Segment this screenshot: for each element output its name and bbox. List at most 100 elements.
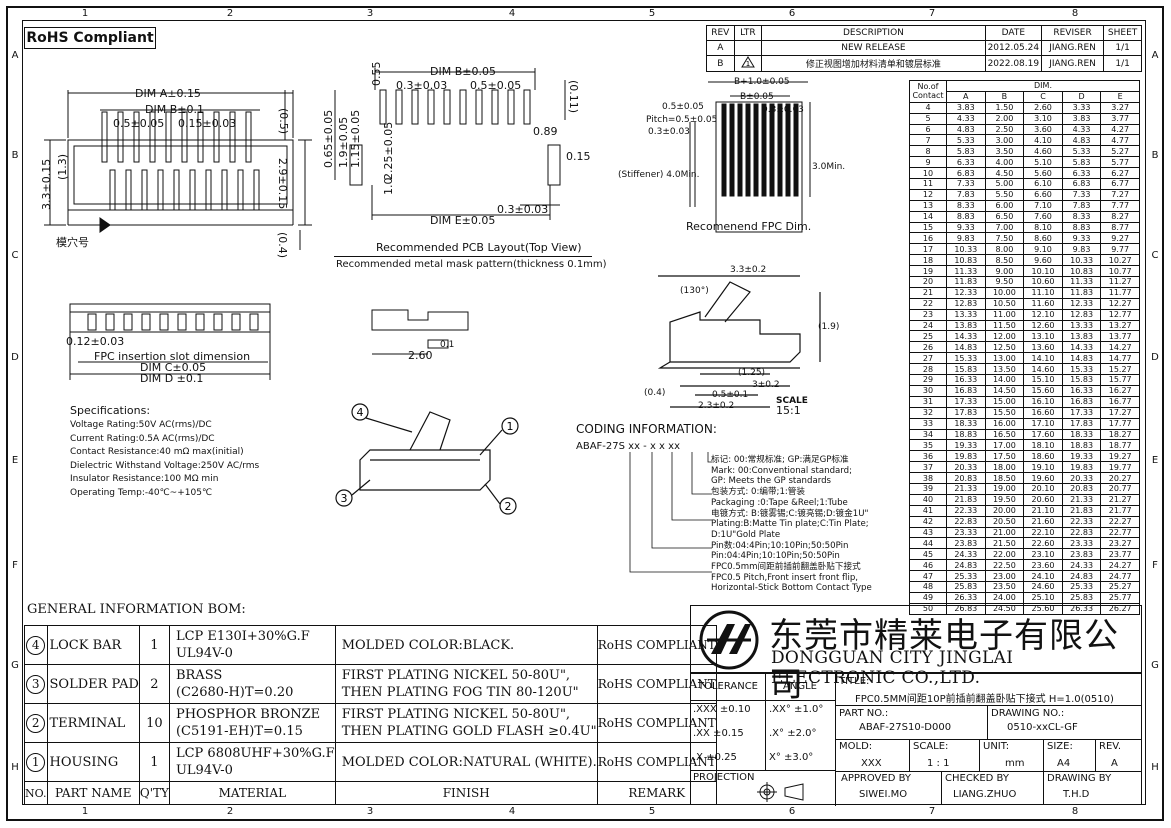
dim-value: 6.60 xyxy=(1023,188,1063,201)
dim-value: 20.50 xyxy=(984,515,1025,528)
dim-contact-count: 29 xyxy=(909,374,947,386)
dim-value: 8.50 xyxy=(984,254,1025,267)
dim-a-label: DIM A±0.15 xyxy=(135,87,201,100)
dim-contact-count: 26 xyxy=(909,341,947,354)
size-value: A4 xyxy=(1057,758,1071,769)
dim-value: 14.83 xyxy=(1061,352,1102,365)
dim-value: 14.27 xyxy=(1100,341,1140,354)
zone-right-E: E xyxy=(1151,455,1159,466)
bom-finish: MOLDED COLOR:BLACK. xyxy=(334,625,598,665)
dim-contact-count: 6 xyxy=(909,123,947,136)
dim-value: 7.33 xyxy=(946,178,986,190)
drawing-sheet xyxy=(6,6,1164,821)
dim-value: 7.50 xyxy=(984,232,1025,245)
dim-contact-count: 9 xyxy=(909,156,947,169)
dim-value: 21.83 xyxy=(1061,504,1102,517)
description-header: DESCRIPTION xyxy=(761,25,986,41)
dim-value: 12.83 xyxy=(946,297,986,310)
coding-title: CODING INFORMATION: xyxy=(576,422,717,436)
fpc-b1-label: B+1.0±0.05 xyxy=(734,77,790,87)
dim-value: 25.27 xyxy=(1100,580,1140,593)
dim-value: 20.00 xyxy=(984,504,1025,517)
dim-value: 13.00 xyxy=(984,352,1025,365)
fpc-drawing xyxy=(689,81,811,233)
terminal-pin xyxy=(213,111,220,163)
pcb-03-label: 0.3±0.03 xyxy=(396,79,448,92)
specifications: Specifications: Voltage Rating:50V AC(rm… xyxy=(70,404,259,500)
dim-value: 13.83 xyxy=(1061,330,1102,343)
bom-material-line: (C2680-H)T=0.20 xyxy=(175,685,294,700)
dim-value: 11.50 xyxy=(984,319,1025,332)
dim-value: 20.77 xyxy=(1100,482,1140,495)
scale-value-tb: 1 : 1 xyxy=(927,758,950,769)
revision-row: A NEW RELEASE 2012.05.24 JIANG.REN 1/1 xyxy=(706,40,1142,56)
dim-value: 16.10 xyxy=(1023,395,1063,408)
dim-value: 24.10 xyxy=(1023,570,1063,582)
coding-line: 标记: 00:常规标准; GP:满足GP标准 xyxy=(711,455,849,465)
dim-value: 19.50 xyxy=(984,493,1025,506)
dim-value: 19.77 xyxy=(1100,461,1140,474)
dim-value: 9.60 xyxy=(1023,254,1063,267)
dim-value: 7.27 xyxy=(1100,188,1140,201)
dim-contact-count: 23 xyxy=(909,308,947,321)
dim-value: 23.50 xyxy=(984,580,1025,593)
terminal-pin xyxy=(181,111,188,163)
coding-line: Horizontal-Stick Bottom Contact Type xyxy=(711,583,872,594)
dim-value: 3.00 xyxy=(984,134,1025,147)
dim-contact-count: 38 xyxy=(909,472,947,484)
date-header: DATE xyxy=(984,25,1042,41)
pcb-pad xyxy=(491,89,499,125)
dim-value: 20.83 xyxy=(1061,482,1102,495)
dim-value: 7.60 xyxy=(1023,210,1063,223)
dim-value: 16.33 xyxy=(946,374,986,386)
balloon-1: 1 xyxy=(507,420,514,433)
slot-pin xyxy=(105,313,115,331)
dim-value: 4.00 xyxy=(984,156,1025,169)
dim-value: 24.83 xyxy=(1061,570,1102,582)
checked-divider xyxy=(941,771,942,805)
fpc-stiffener-label: (Stiffener) 4.0Min. xyxy=(618,170,700,180)
checked-value: LIANG.ZHUO xyxy=(953,789,1017,800)
dim-value: 19.33 xyxy=(946,439,986,452)
zone-bot-7: 7 xyxy=(928,806,936,817)
fpc-contact-strip xyxy=(769,103,775,197)
dim-value: 17.27 xyxy=(1100,406,1140,419)
bom-qty: 1 xyxy=(138,742,170,782)
dim-value: 10.10 xyxy=(1023,265,1063,278)
dim-value: 6.33 xyxy=(946,156,986,169)
zone-right-B: B xyxy=(1151,150,1159,161)
dim-value: 7.77 xyxy=(1100,199,1140,212)
dim-value: 13.83 xyxy=(946,319,986,332)
section-19-label: (1.9) xyxy=(818,322,840,332)
dim-13-label: (1.3) xyxy=(56,153,69,180)
pcb-015-label: 0.15 xyxy=(566,150,591,163)
dim-value: 21.27 xyxy=(1100,493,1140,506)
dim-value: 10.60 xyxy=(1023,276,1063,288)
dim-value: 8.83 xyxy=(946,210,986,223)
bom-no-balloon: 3 xyxy=(26,674,46,694)
dim-value: 13.27 xyxy=(1100,319,1140,332)
pcb-03b-label: 0.3±0.03 xyxy=(497,203,549,216)
zone-bot-2: 2 xyxy=(226,806,234,817)
zone-left-F: F xyxy=(12,560,18,571)
dim-value: 19.27 xyxy=(1100,450,1140,463)
dim-value: 18.00 xyxy=(984,461,1025,474)
dim-value: 23.83 xyxy=(1061,548,1102,561)
pcb-pad xyxy=(427,89,435,125)
dim-contact-count: 13 xyxy=(909,199,947,212)
dim-value: 13.77 xyxy=(1100,330,1140,343)
dim-value: 3.83 xyxy=(946,101,986,114)
dim-contact-count: 17 xyxy=(909,243,947,256)
revision-header-row: REV LTR DESCRIPTION DATE REVISER SHEET xyxy=(706,25,1142,41)
